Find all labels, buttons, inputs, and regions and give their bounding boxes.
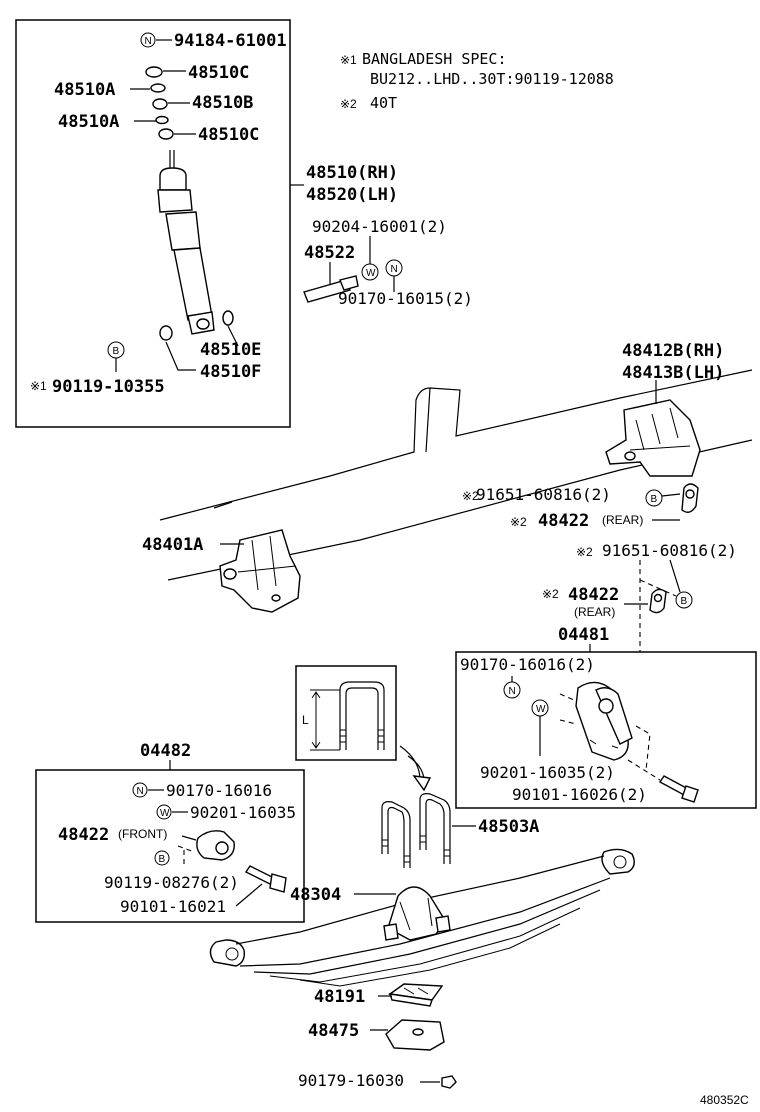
bolt-symbol-icon — [675, 591, 693, 609]
mark-2: ※2 — [462, 489, 479, 503]
bolt-symbol-letter: B — [651, 494, 658, 505]
bolt-symbol-letter: B — [113, 346, 120, 357]
label-90179-16030: 90179-16030 — [298, 1071, 404, 1090]
nut-symbol-icon — [140, 32, 156, 48]
label-90101-16026: 90101-16026(2) — [512, 785, 647, 804]
label-48422-front: 48422 — [58, 825, 109, 845]
rear-shackle-kit-box — [455, 651, 757, 809]
label-48510A-upper: 48510A — [54, 80, 115, 100]
note-1-mark: ※1 — [340, 53, 357, 67]
mark-2: ※2 — [510, 515, 527, 529]
plate-48475-drawing — [385, 1019, 445, 1051]
mark-2: ※2 — [576, 545, 593, 559]
label-rear-lower: (REAR) — [574, 605, 615, 619]
label-48412B-rh: 48412B(RH) — [622, 341, 724, 361]
washer-symbol-letter: W — [366, 268, 376, 279]
label-48304: 48304 — [290, 885, 341, 905]
label-48401A: 48401A — [142, 535, 203, 555]
shackle-rear-lower-drawing — [649, 588, 667, 614]
rear-shackle-drawing — [559, 681, 661, 781]
label-rear-upper: (REAR) — [602, 513, 643, 527]
front-shackle-drawing — [177, 830, 235, 868]
label-90170-16016-rear: 90170-16016(2) — [460, 655, 595, 674]
nut-symbol-letter: N — [145, 36, 152, 47]
label-90170-16015: 90170-16015(2) — [338, 289, 473, 308]
label-90204-16001: 90204-16001(2) — [312, 217, 447, 236]
note-1-line-1: BANGLADESH SPEC: — [362, 50, 507, 68]
label-48510E: 48510E — [200, 340, 261, 360]
u-bolt-inset-box — [295, 665, 397, 761]
washer-symbol-letter: W — [536, 704, 546, 715]
label-90119-08276: 90119-08276(2) — [104, 873, 239, 892]
nut-symbol-letter: N — [509, 686, 516, 697]
shackle-rear-upper-drawing — [681, 483, 699, 513]
label-90201-16035-rear: 90201-16035(2) — [480, 763, 615, 782]
label-48510B: 48510B — [192, 93, 253, 113]
nut-symbol-icon — [132, 782, 148, 798]
shock-absorber-group-box — [15, 19, 291, 428]
rear-hanger-bracket-drawing — [605, 399, 701, 477]
bolt-symbol-letter: B — [159, 854, 166, 865]
label-94184-61001: 94184-61001 — [174, 31, 287, 51]
washer-symbol-icon — [361, 263, 379, 281]
bolt-90101-16021-drawing — [244, 865, 287, 893]
label-90101-16021: 90101-16021 — [120, 897, 226, 916]
note-2-mark: ※2 — [340, 97, 357, 111]
bolt-symbol-letter: B — [681, 596, 688, 607]
bolt-symbol-icon — [154, 850, 170, 866]
label-48191: 48191 — [314, 987, 365, 1007]
label-48510F: 48510F — [200, 362, 261, 382]
label-48503A: 48503A — [478, 817, 539, 837]
u-bolt-inset-drawing — [310, 681, 385, 751]
leaf-spring-drawing — [209, 848, 635, 987]
label-48510C-lower: 48510C — [198, 125, 259, 145]
front-hanger-bracket-drawing — [219, 529, 301, 613]
bolt-90101-16026-drawing — [658, 775, 699, 803]
label-91651-60816-upper: 91651-60816(2) — [476, 485, 611, 504]
washer-symbol-letter: W — [160, 808, 170, 819]
label-48510C-upper: 48510C — [188, 63, 249, 83]
u-bolts-48503A-drawing — [381, 793, 451, 868]
label-48475: 48475 — [308, 1021, 359, 1041]
mark-2: ※2 — [542, 587, 559, 601]
pad-48191-drawing — [388, 983, 444, 1007]
label-90201-16035-front: 90201-16035 — [190, 803, 296, 822]
nut-symbol-icon — [503, 681, 521, 699]
label-04482: 04482 — [140, 741, 191, 761]
nut-symbol-letter: N — [391, 264, 398, 275]
pin-48522-drawing — [303, 275, 359, 303]
label-48422-rear-upper: 48422 — [538, 511, 589, 531]
arrow-to-u-bolt-icon — [399, 745, 432, 792]
mark-1: ※1 — [30, 379, 47, 393]
label-90170-16016-front: 90170-16016 — [166, 781, 272, 800]
label-90119-10355: 90119-10355 — [52, 377, 165, 397]
nut-90179-icon — [441, 1075, 457, 1089]
label-48520-lh: 48520(LH) — [306, 185, 398, 205]
label-dim-L: L — [302, 713, 309, 727]
label-front: (FRONT) — [118, 827, 167, 841]
label-48510-rh: 48510(RH) — [306, 163, 398, 183]
label-48510A-lower: 48510A — [58, 112, 119, 132]
label-48422-rear-lower: 48422 — [568, 585, 619, 605]
label-48413B-lh: 48413B(LH) — [622, 363, 724, 383]
washer-symbol-icon — [156, 804, 172, 820]
note-2-text: 40T — [370, 94, 397, 112]
spring-seat-48304-drawing — [383, 886, 451, 941]
label-91651-60816-lower: 91651-60816(2) — [602, 541, 737, 560]
nut-symbol-letter: N — [137, 786, 144, 797]
bolt-symbol-icon — [645, 489, 663, 507]
label-48522: 48522 — [304, 243, 355, 263]
diagram-id: 480352C — [700, 1093, 749, 1107]
note-1-line-2: BU212..LHD..30T:90119-12088 — [370, 70, 614, 88]
label-04481: 04481 — [558, 625, 609, 645]
front-shackle-kit-box — [35, 769, 305, 923]
shock-absorber-drawing — [145, 66, 234, 341]
